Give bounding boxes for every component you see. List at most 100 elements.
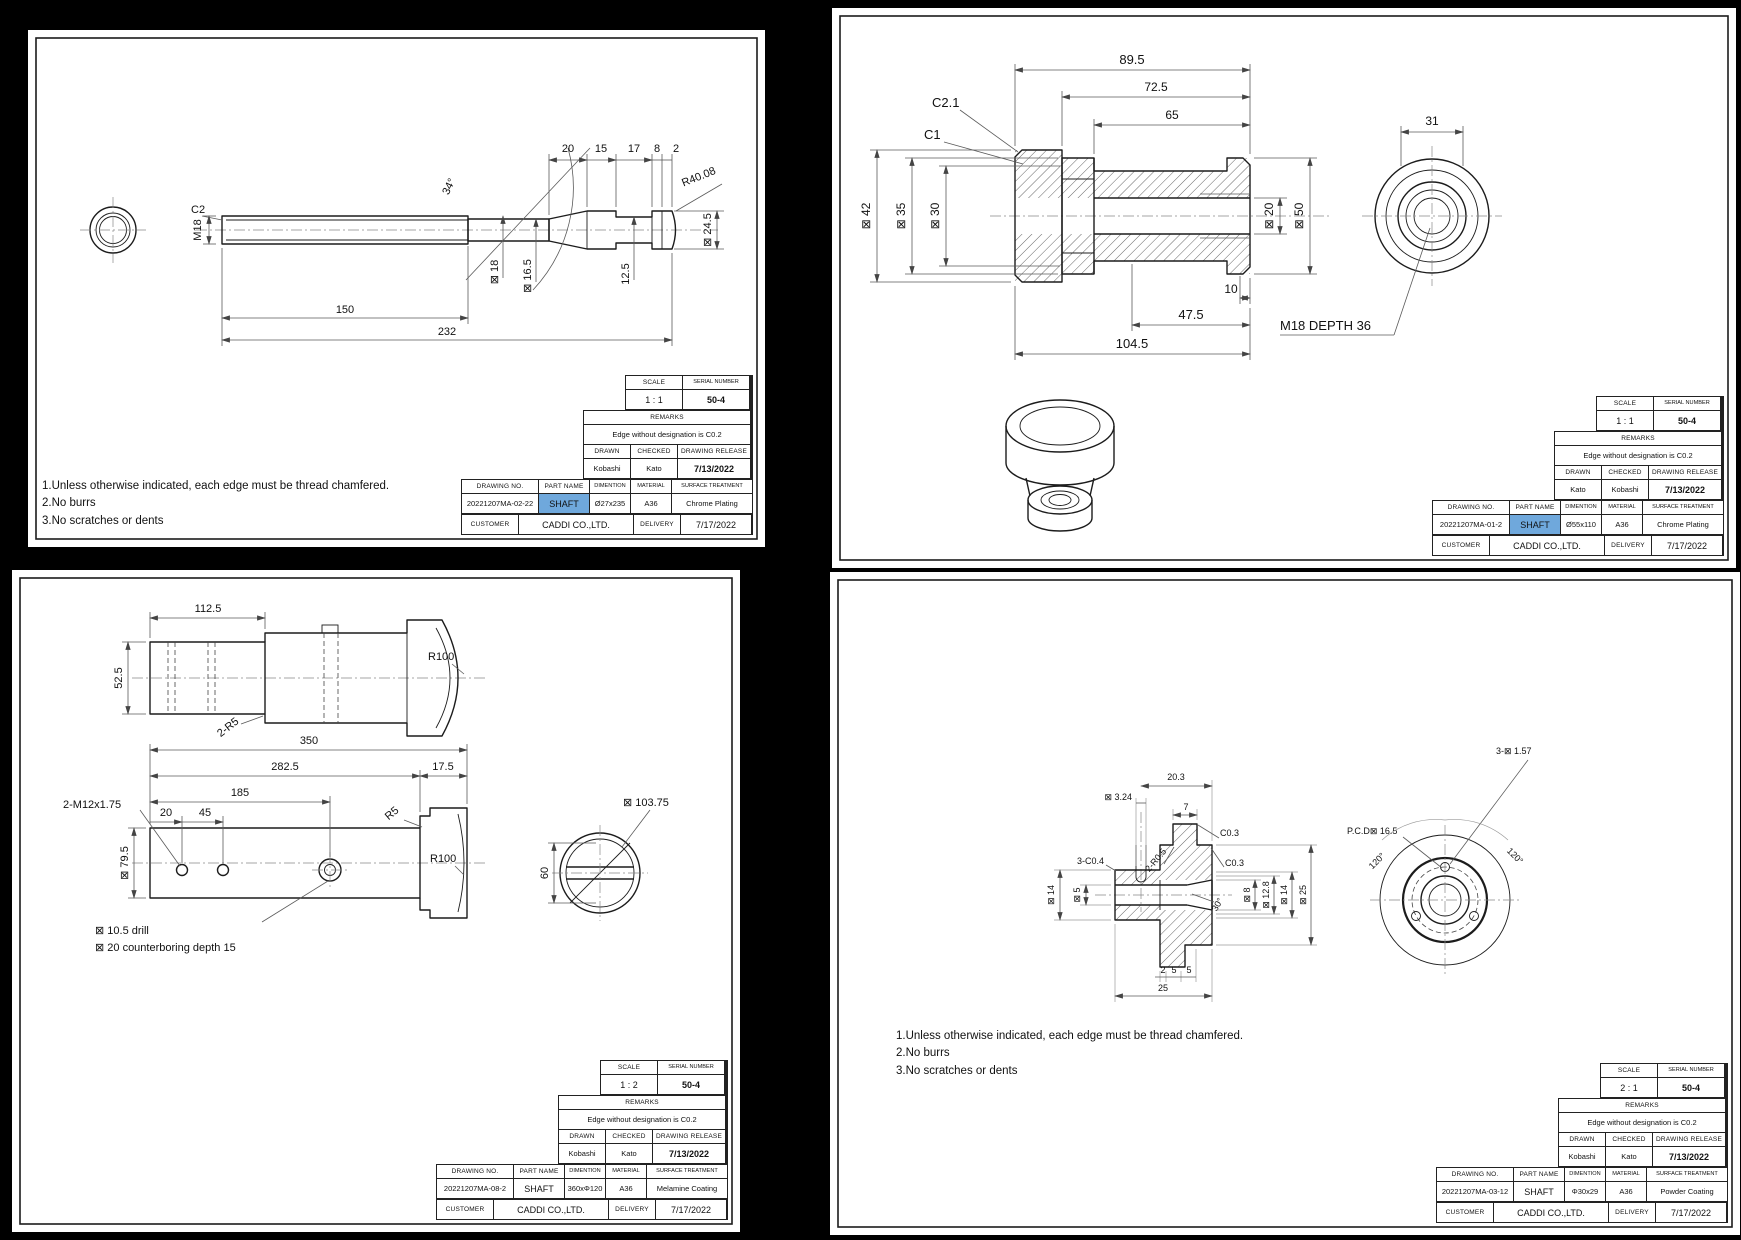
dim-label: 5 xyxy=(1171,965,1176,975)
dim-label: R100 xyxy=(430,853,456,865)
serial-number-value: 50-4 xyxy=(658,1075,724,1094)
dim-label: 3-C0.4 xyxy=(1077,856,1104,866)
dimention-value: Ø55x110 xyxy=(1561,515,1601,534)
part-name-value[interactable]: SHAFT xyxy=(539,494,589,513)
scale-header: SCALE xyxy=(601,1061,657,1074)
title-block: SCALE SERIAL NUMBER 1 : 1 50-4 REMARKS E… xyxy=(1432,396,1724,556)
dim-label: C2 xyxy=(191,204,205,216)
dim-label: 89.5 xyxy=(1119,52,1144,67)
end-view xyxy=(80,197,146,263)
surface-treatment-value: Chrome Plating xyxy=(672,494,752,513)
dim-label: 10 xyxy=(1224,282,1238,296)
sheet-bottom-left: 112.5 52.5 2-R5 R100 350 282.5 17.5 185 … xyxy=(12,570,740,1232)
material-header: MATERIAL xyxy=(606,1165,646,1178)
drawing-release-header: DRAWING RELEASE xyxy=(1649,466,1721,479)
checked-value: Kato xyxy=(631,459,677,478)
dimensions: 89.5 72.5 65 C2.1 C1 31 ⊠ 42 ⊠ 35 ⊠ 30 xyxy=(859,52,1464,360)
surface-treatment-header: SURFACE TREATMENT xyxy=(1643,501,1723,514)
dim-label: ⊠ 24.5 xyxy=(702,213,714,247)
sheet-top-left: C2 M18 34° 20 15 17 8 2 R40.08 ⊠ 18 ⊠ 16… xyxy=(28,30,765,547)
delivery-value: 7/17/2022 xyxy=(1656,1203,1726,1222)
dim-label: 112.5 xyxy=(195,603,222,615)
drawn-header: DRAWN xyxy=(1559,1133,1605,1146)
customer-value: CADDI CO.,LTD. xyxy=(1494,1203,1608,1222)
serial-number-header: SERIAL NUMBER xyxy=(1654,397,1720,410)
drawing-top-right: 89.5 72.5 65 C2.1 C1 31 ⊠ 42 ⊠ 35 ⊠ 30 xyxy=(839,15,1729,561)
drawing-release-header: DRAWING RELEASE xyxy=(653,1130,725,1143)
drawing-release-value: 7/13/2022 xyxy=(678,459,750,478)
dim-label: 2 xyxy=(1160,965,1165,975)
drawing-release-header: DRAWING RELEASE xyxy=(1653,1133,1725,1146)
drawing-release-value: 7/13/2022 xyxy=(1649,480,1721,499)
dim-label: C0.3 xyxy=(1220,828,1239,838)
material-value: A36 xyxy=(1602,515,1642,534)
part-name-header: PART NAME xyxy=(1514,1168,1564,1181)
drawing-no-header: DRAWING NO. xyxy=(462,480,538,493)
customer-value: CADDI CO.,LTD. xyxy=(519,515,633,534)
drawing-no-header: DRAWING NO. xyxy=(1433,501,1509,514)
serial-number-value: 50-4 xyxy=(1654,411,1720,430)
dim-label: 31 xyxy=(1425,114,1439,128)
delivery-value: 7/17/2022 xyxy=(1652,536,1722,555)
customer-value: CADDI CO.,LTD. xyxy=(1490,536,1604,555)
material-value: A36 xyxy=(631,494,671,513)
drawing-release-header: DRAWING RELEASE xyxy=(678,445,750,458)
checked-header: CHECKED xyxy=(1606,1133,1652,1146)
dim-label: 45 xyxy=(199,807,211,819)
dim-label: 20.3 xyxy=(1167,772,1185,782)
dim-label: C0.3 xyxy=(1225,858,1244,868)
note-line: 3.No scratches or dents xyxy=(896,1064,1018,1077)
sheet-bottom-right: 20.3 ⊠ 3.24 7 C0.3 C0.3 3-C0.4 2-R0.5 30… xyxy=(830,572,1740,1235)
dim-label: 7 xyxy=(1183,802,1188,812)
dimention-value: Ø27x235 xyxy=(590,494,630,513)
drawn-header: DRAWN xyxy=(1555,466,1601,479)
dim-label: ⊠ 79.5 xyxy=(119,846,131,880)
dim-label: 17.5 xyxy=(432,761,453,773)
delivery-value: 7/17/2022 xyxy=(656,1200,726,1219)
part-name-header: PART NAME xyxy=(1510,501,1560,514)
note-line: 1.Unless otherwise indicated, each edge … xyxy=(42,480,390,492)
dim-label: 5 xyxy=(1186,965,1191,975)
drawn-value: Kato xyxy=(1555,480,1601,499)
dim-label: 104.5 xyxy=(1116,336,1149,351)
checked-header: CHECKED xyxy=(606,1130,652,1143)
customer-value: CADDI CO.,LTD. xyxy=(494,1200,608,1219)
title-block: SCALE SERIAL NUMBER 1 : 1 50-4 REMARKS E… xyxy=(461,375,753,535)
remarks-header: REMARKS xyxy=(1559,1099,1725,1112)
dim-label: ⊠ 12.8 xyxy=(1261,881,1271,909)
dim-label: 17 xyxy=(628,143,640,155)
remarks-value: Edge without designation is C0.2 xyxy=(584,425,750,444)
dim-label: 72.5 xyxy=(1144,80,1168,94)
end-view xyxy=(1362,146,1502,286)
drawing-no-value: 20221207MA-08-2 xyxy=(437,1179,513,1198)
material-value: A36 xyxy=(1606,1182,1646,1201)
dim-label: 185 xyxy=(231,787,249,799)
material-header: MATERIAL xyxy=(631,480,671,493)
dim-label: 65 xyxy=(1165,108,1179,122)
remarks-header: REMARKS xyxy=(559,1096,725,1109)
dim-label: 350 xyxy=(300,735,318,747)
dim-label: 52.5 xyxy=(113,667,125,688)
surface-treatment-header: SURFACE TREATMENT xyxy=(647,1165,727,1178)
drawing-frame xyxy=(35,37,758,540)
dim-label: 34° xyxy=(440,177,458,197)
isometric-view xyxy=(1005,399,1115,532)
dimention-header: DIMENTION xyxy=(1561,501,1601,514)
drawn-header: DRAWN xyxy=(559,1130,605,1143)
note-line: 3.No scratches or dents xyxy=(42,514,164,527)
part-name-value[interactable]: SHAFT xyxy=(1510,515,1560,534)
drawing-no-value: 20221207MA-01-2 xyxy=(1433,515,1509,534)
delivery-value: 7/17/2022 xyxy=(681,515,751,534)
scale-value: 1 : 1 xyxy=(626,390,682,409)
dim-label: ⊠ 3.24 xyxy=(1104,792,1132,802)
serial-number-value: 50-4 xyxy=(683,390,749,409)
checked-header: CHECKED xyxy=(631,445,677,458)
dim-label: 15 xyxy=(595,143,607,155)
drawn-header: DRAWN xyxy=(584,445,630,458)
note-line: 1.Unless otherwise indicated, each edge … xyxy=(896,1030,1244,1042)
dim-label: ⊠ 103.75 xyxy=(623,797,669,809)
callout-label: ⊠ 10.5 drill xyxy=(95,925,149,937)
dim-label: R5 xyxy=(383,805,401,823)
dim-label: ⊠ 16.5 xyxy=(522,259,534,293)
